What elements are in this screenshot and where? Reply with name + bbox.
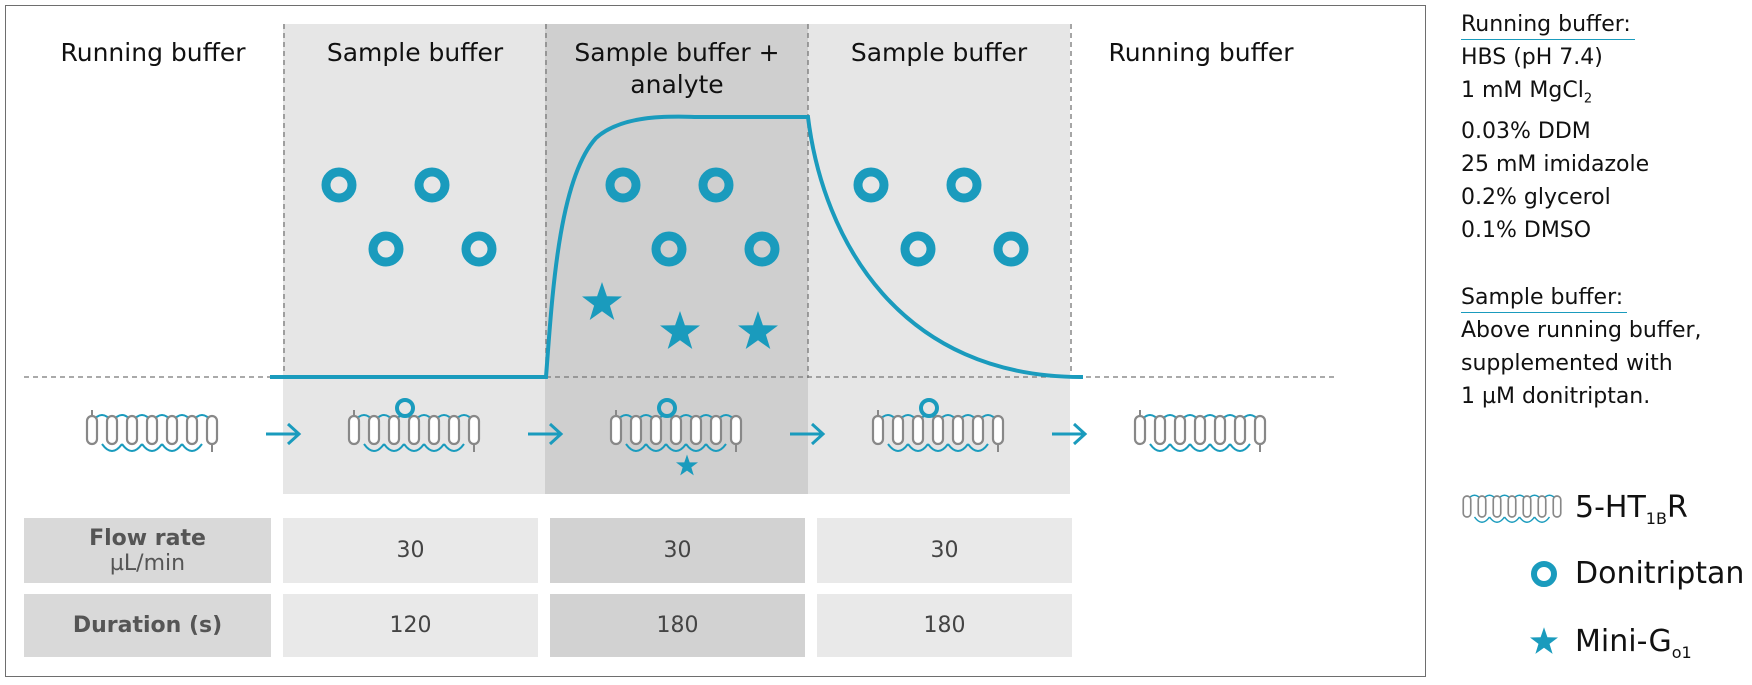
duration-cell-2: 180: [550, 594, 805, 657]
analyte-subscript: o1: [1671, 643, 1692, 662]
duration-label: Duration (s): [72, 612, 223, 638]
flow-rate-cell-2: 30: [550, 518, 805, 583]
phase-label-analyte: Sample buffer + analyte: [546, 37, 808, 101]
phase-label-analyte-line2: analyte: [630, 70, 724, 99]
sensorgram-diagram: [24, 24, 1338, 494]
flow-rate-label: Flow rate: [89, 525, 206, 551]
legend-ligand-label: Donitriptan: [1575, 556, 1745, 591]
running-buffer-item-mgcl: 1 mM MgCl2: [1461, 74, 1751, 115]
running-buffer-header: Running buffer:: [1461, 10, 1635, 40]
sample-buffer-line: supplemented with: [1461, 351, 1673, 377]
ring-icon: [1531, 561, 1557, 587]
bound-ligands: [395, 398, 939, 476]
phase-label-running-buffer-end: Running buffer: [1108, 38, 1294, 67]
flow-rate-unit: µL/min: [109, 550, 186, 576]
phase-label-running-buffer-start: Running buffer: [60, 38, 246, 67]
duration-cell-3: 180: [817, 594, 1072, 657]
duration-cell-1: 120: [283, 594, 538, 657]
phase-label-sample-buffer-2: Sample buffer: [850, 38, 1028, 67]
running-buffer-item: 0.2% glycerol: [1461, 185, 1611, 211]
mgcl-text: 1 mM MgCl: [1461, 78, 1584, 103]
receptor-subscript: 1B: [1645, 509, 1667, 528]
sample-buffer-header: Sample buffer:: [1461, 283, 1628, 314]
phase-label-analyte-line1: Sample buffer +: [574, 38, 780, 67]
analyte-name: Mini-G: [1575, 624, 1672, 659]
sample-buffer-line: 1 µM donitriptan.: [1461, 384, 1651, 410]
phase-label-sample-buffer-1: Sample buffer: [326, 38, 504, 67]
receptor-icon: [1462, 494, 1562, 523]
mgcl-subscript: 2: [1583, 91, 1593, 107]
sample-buffer-line: Above running buffer,: [1461, 318, 1702, 344]
phase-dividers: [283, 24, 1072, 378]
running-buffer-item: 0.1% DMSO: [1461, 218, 1592, 244]
duration-header: Duration (s): [24, 594, 271, 657]
buffer-composition: Running buffer: HBS (pH 7.4) 1 mM MgCl2 …: [1461, 8, 1751, 413]
diagram-frame: [5, 5, 1426, 677]
star-icon: [1530, 627, 1558, 654]
receptor-name: 5-HT: [1575, 490, 1646, 525]
receptor-suffix: R: [1666, 490, 1688, 525]
legend-analyte-label: Mini-Go1: [1575, 624, 1692, 662]
sensorgram-curve: [270, 114, 1084, 380]
running-buffer-item: 25 mM imidazole: [1461, 152, 1650, 178]
legend: 5-HT1BR Donitriptan Mini-Go1: [1461, 478, 1752, 678]
running-buffer-item: HBS (pH 7.4): [1461, 45, 1603, 70]
flow-rate-header: Flow rate µL/min: [24, 518, 271, 583]
flow-rate-cell-1: 30: [283, 518, 538, 583]
running-buffer-item: 0.03% DDM: [1461, 119, 1591, 145]
legend-receptor-label: 5-HT1BR: [1575, 490, 1688, 528]
flow-rate-cell-3: 30: [817, 518, 1072, 583]
legend-icons: [1462, 494, 1562, 654]
